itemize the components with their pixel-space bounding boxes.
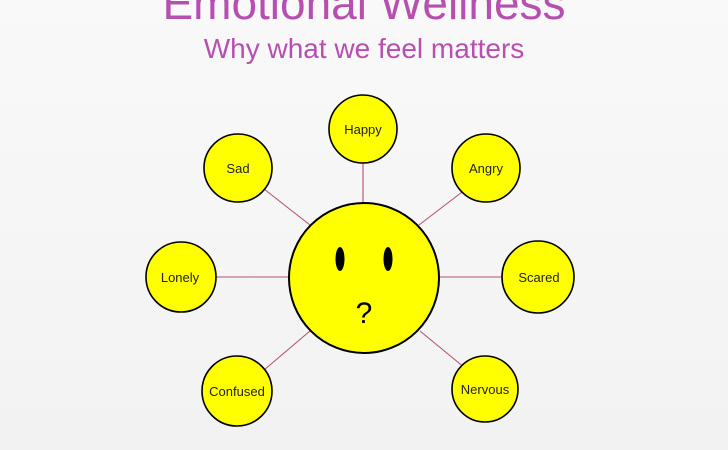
emotion-node-angry: Angry	[451, 133, 521, 203]
emotion-node-nervous: Nervous	[451, 355, 519, 423]
emotion-node-happy: Happy	[328, 94, 398, 164]
slide-title: Emotional Wellness	[162, 0, 566, 29]
face-circle	[288, 202, 440, 354]
connector-confused	[263, 330, 311, 371]
emotion-label-angry: Angry	[469, 161, 503, 176]
emotion-label-confused: Confused	[209, 384, 265, 399]
connector-nervous	[419, 330, 466, 369]
connector-angry	[418, 188, 467, 226]
right-eye-icon	[383, 247, 393, 271]
emotion-label-scared: Scared	[518, 270, 559, 285]
emotion-node-scared: Scared	[501, 240, 575, 314]
emotion-label-lonely: Lonely	[161, 270, 200, 285]
emotion-node-lonely: Lonely	[145, 241, 217, 313]
center-face: ?	[288, 202, 440, 354]
emotion-node-sad: Sad	[203, 133, 273, 203]
connectors	[212, 160, 502, 371]
question-mark: ?	[356, 297, 373, 330]
emotion-label-happy: Happy	[344, 122, 382, 137]
emotion-node-confused: Confused	[201, 355, 273, 427]
emotion-label-nervous: Nervous	[461, 382, 510, 397]
left-eye-icon	[335, 247, 345, 271]
connector-sad	[263, 188, 311, 226]
slide-subtitle: Why what we feel matters	[203, 33, 525, 64]
emotion-label-sad: Sad	[226, 161, 249, 176]
